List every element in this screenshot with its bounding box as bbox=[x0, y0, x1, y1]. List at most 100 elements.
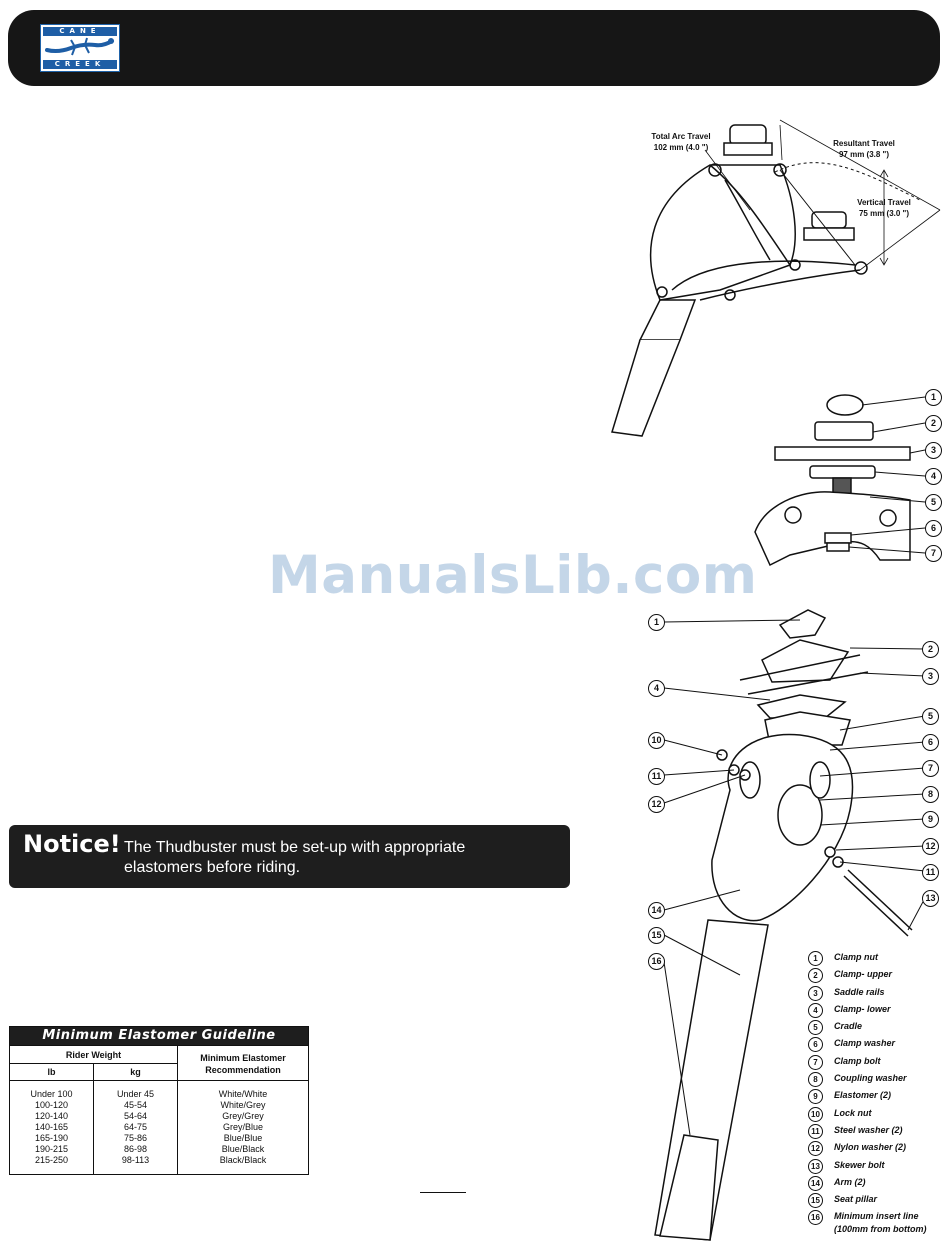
notice-text: The Thudbuster must be set-up with appro… bbox=[124, 839, 466, 876]
kg-cell: 64-75 bbox=[123, 1122, 148, 1132]
callout-number: 16 bbox=[648, 953, 665, 970]
kg-cell: 45-54 bbox=[123, 1100, 148, 1110]
legend-label: Minimum insert line bbox=[834, 1211, 919, 1222]
legend-number: 3 bbox=[808, 985, 823, 1001]
legend-number: 14 bbox=[808, 1175, 823, 1191]
table-rule bbox=[10, 1080, 308, 1081]
legend-number: 16 bbox=[808, 1210, 823, 1226]
legend-label: Clamp washer bbox=[834, 1038, 896, 1049]
table-title: Minimum Elastomer Guideline bbox=[10, 1027, 308, 1045]
callout-number: 9 bbox=[922, 811, 939, 828]
header-bar: CANE CREEK bbox=[8, 10, 940, 86]
legend-label: Arm (2) bbox=[834, 1176, 866, 1187]
legend-label: Clamp nut bbox=[834, 952, 878, 962]
callout-number: 1 bbox=[925, 389, 942, 406]
table-divider bbox=[93, 1063, 94, 1174]
lb-cell: 140-165 bbox=[34, 1122, 69, 1132]
lb-header: lb bbox=[47, 1067, 56, 1077]
legend-number: 12 bbox=[808, 1141, 823, 1157]
legend-label: Lock nut bbox=[834, 1107, 872, 1118]
legend-label: Saddle rails bbox=[834, 986, 885, 997]
callout-number: 2 bbox=[922, 641, 939, 658]
legend-label: Cradle bbox=[834, 1021, 863, 1032]
table-rule bbox=[10, 1045, 308, 1046]
exploded-assembly-diagram bbox=[654, 609, 926, 1241]
callout-number: 14 bbox=[648, 902, 665, 919]
logo-text-bottom: CREEK bbox=[54, 60, 106, 68]
legend-label: Clamp- lower bbox=[834, 1003, 891, 1014]
lb-cell: Under 100 bbox=[30, 1089, 73, 1099]
legend-label: Elastomer (2) bbox=[834, 1090, 892, 1101]
callout-number: 11 bbox=[648, 768, 665, 785]
salamander-icon bbox=[45, 37, 114, 56]
legend-label: Nylon washer (2) bbox=[834, 1142, 907, 1153]
cane-creek-logo: CANE CREEK bbox=[40, 24, 120, 72]
legend-label: Skewer bolt bbox=[834, 1159, 885, 1170]
kg-cell: 54-64 bbox=[123, 1111, 148, 1121]
callout-number: 1 bbox=[648, 614, 665, 631]
kg-header: kg bbox=[130, 1067, 141, 1077]
rider-weight-header: Rider Weight bbox=[65, 1050, 122, 1060]
callout-number: 2 bbox=[925, 415, 942, 432]
resultant-travel-label: Resultant Travel bbox=[833, 139, 895, 148]
legend-number: 6 bbox=[808, 1037, 823, 1053]
recommendation-header: Minimum Elastomer Recommendation bbox=[200, 1053, 286, 1075]
legend-number: 8 bbox=[808, 1072, 823, 1088]
total-arc-label: Total Arc Travel bbox=[651, 132, 711, 141]
callout-number: 12 bbox=[648, 796, 665, 813]
callout-number: 3 bbox=[925, 442, 942, 459]
legend-number: 10 bbox=[808, 1106, 823, 1122]
kg-cell: 98-113 bbox=[121, 1155, 150, 1165]
logo-band-top: CANE bbox=[43, 27, 117, 36]
callout-number: 4 bbox=[648, 680, 665, 697]
rec-cell: Grey/Grey bbox=[222, 1111, 264, 1121]
resultant-travel-value: 97 mm (3.8 ") bbox=[838, 150, 890, 159]
legend-number: 1 bbox=[808, 951, 823, 966]
rec-cell: Black/Black bbox=[219, 1155, 267, 1165]
callout-number: 5 bbox=[922, 708, 939, 725]
logo-text-top: CANE bbox=[59, 27, 101, 35]
vertical-travel-value: 75 mm (3.0 ") bbox=[858, 209, 910, 218]
rec-cell: Blue/Black bbox=[221, 1144, 265, 1154]
legend-label: Clamp bolt bbox=[834, 1055, 881, 1066]
callout-number: 7 bbox=[922, 760, 939, 777]
callout-number: 6 bbox=[922, 734, 939, 751]
notice-box: Notice! The Thudbuster must be set-up wi… bbox=[9, 825, 570, 888]
legend-number: 2 bbox=[808, 968, 823, 984]
legend-number: 15 bbox=[808, 1193, 823, 1209]
legend-label: Clamp- upper bbox=[834, 969, 893, 980]
legend-label: Seat pillar bbox=[834, 1194, 878, 1205]
callout-number: 5 bbox=[925, 494, 942, 511]
callout-number: 12 bbox=[922, 838, 939, 855]
legend-number: 4 bbox=[808, 1002, 823, 1018]
divider-rule bbox=[420, 1192, 466, 1193]
kg-cell: Under 45 bbox=[116, 1089, 155, 1099]
callout-number: 7 bbox=[925, 545, 942, 562]
travel-diagram bbox=[611, 119, 941, 437]
vertical-travel-label: Vertical Travel bbox=[857, 198, 911, 207]
legend-label: Coupling washer bbox=[834, 1073, 907, 1084]
legend-number: 7 bbox=[808, 1054, 823, 1070]
legend-sublabel: (100mm from bottom) bbox=[834, 1224, 927, 1235]
legend-number: 9 bbox=[808, 1089, 823, 1105]
callout-number: 10 bbox=[648, 732, 665, 749]
rec-cell: White/Grey bbox=[220, 1100, 266, 1110]
callout-number: 4 bbox=[925, 468, 942, 485]
total-arc-value: 102 mm (4.0 ") bbox=[653, 143, 709, 152]
notice-title: Notice! bbox=[23, 830, 121, 858]
clamp-detail-diagram bbox=[754, 394, 926, 567]
rec-cell: Blue/Blue bbox=[223, 1133, 263, 1143]
lb-cell: 120-140 bbox=[34, 1111, 69, 1121]
lb-cell: 215-250 bbox=[34, 1155, 69, 1165]
lb-cell: 165-190 bbox=[34, 1133, 69, 1143]
callout-number: 3 bbox=[922, 668, 939, 685]
legend-number: 11 bbox=[808, 1123, 823, 1139]
lb-cell: 100-120 bbox=[34, 1100, 69, 1110]
kg-cell: 86-98 bbox=[123, 1144, 148, 1154]
callout-number: 6 bbox=[925, 520, 942, 537]
legend-label: Steel washer (2) bbox=[834, 1124, 903, 1135]
kg-cell: 75-86 bbox=[123, 1133, 148, 1143]
